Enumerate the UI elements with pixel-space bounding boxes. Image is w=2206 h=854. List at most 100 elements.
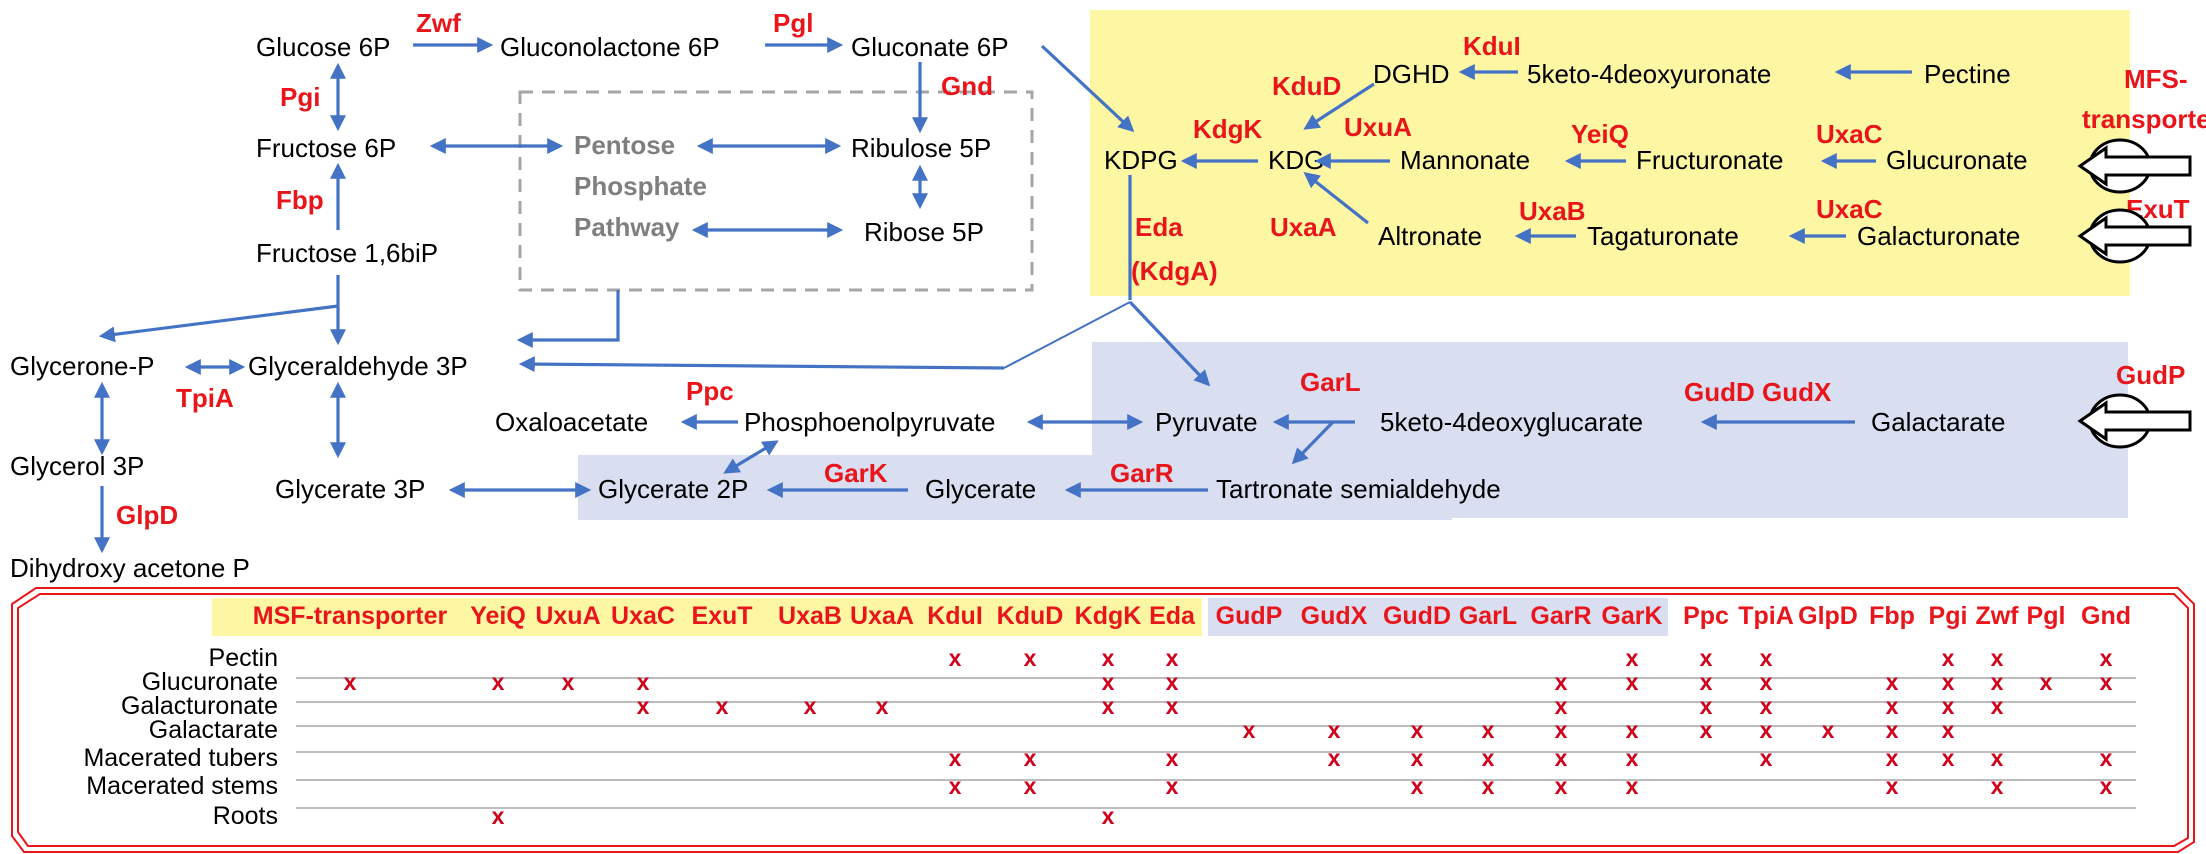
pentose-phosphate-box	[518, 90, 1034, 292]
table-cell-mark: x	[637, 693, 650, 719]
table-cell-mark: x	[1991, 745, 2004, 771]
enzyme-garr: GarR	[1110, 458, 1174, 488]
metabolite-keto-deoxyuronate: 5keto-4deoxyuronate	[1527, 59, 1771, 89]
table-cell-mark: x	[1991, 645, 2004, 671]
metabolite-ribulose5p: Ribulose 5P	[851, 133, 991, 163]
table-header-fbp: Fbp	[1869, 602, 1915, 630]
table-cell-mark: x	[876, 693, 889, 719]
table-cell-mark: x	[562, 669, 575, 695]
table-header-gudd: GudD	[1383, 602, 1451, 630]
table-header-exut: ExuT	[691, 602, 752, 630]
table-frame-inner	[17, 593, 2189, 847]
table-row-label: Galacturonate	[121, 692, 278, 720]
table-cell-mark: x	[1626, 669, 1639, 695]
table-header-garl: GarL	[1459, 602, 1517, 630]
table-cell-mark: x	[949, 773, 962, 799]
table-cell-mark: x	[2100, 669, 2113, 695]
table-header-tpia: TpiA	[1738, 602, 1794, 630]
enzyme-kdgk: KdgK	[1193, 114, 1263, 144]
table-header-uxua: UxuA	[535, 602, 600, 630]
table-cell-mark: x	[1760, 645, 1773, 671]
table-cell-mark: x	[1991, 693, 2004, 719]
table-header-gudx: GudX	[1301, 602, 1368, 630]
table-header-uxac: UxaC	[611, 602, 675, 630]
table-header-uxaa: UxaA	[850, 602, 914, 630]
table-cell-mark: x	[1760, 669, 1773, 695]
table-cell-mark: x	[1102, 669, 1115, 695]
table-header-gnd: Gnd	[2081, 602, 2131, 630]
enzyme-mfs-line2: transporter	[2082, 104, 2206, 134]
table-cell-mark: x	[1700, 693, 1713, 719]
table-header-eda: Eda	[1149, 602, 1196, 630]
table-cell-mark: x	[1024, 773, 1037, 799]
table-cell-mark: x	[1626, 773, 1639, 799]
metabolite-glycerone-p: Glycerone-P	[10, 351, 155, 381]
metabolite-dghd: DGHD	[1373, 59, 1450, 89]
uronate-region	[1090, 10, 2130, 296]
enzyme-gnd: Gnd	[941, 71, 993, 101]
enzyme-fbp: Fbp	[276, 185, 324, 215]
table-cell-mark: x	[2100, 773, 2113, 799]
enzyme-gudp: GudP	[2116, 360, 2185, 390]
table-header-yellow	[212, 598, 1202, 636]
metabolite-mannonate: Mannonate	[1400, 145, 1530, 175]
table-cell-mark: x	[1243, 717, 1256, 743]
metabolite-keto-deoxyglucarate: 5keto-4deoxyglucarate	[1380, 407, 1643, 437]
metabolite-kdpg: KDPG	[1104, 145, 1178, 175]
table-row-label: Galactarate	[149, 716, 278, 744]
table-cell-mark: x	[1411, 717, 1424, 743]
table-cell-mark: x	[1482, 773, 1495, 799]
table-row-label: Macerated stems	[86, 772, 278, 800]
table-cell-mark: x	[1700, 669, 1713, 695]
table-cell-mark: x	[1626, 745, 1639, 771]
table-header-pgi: Pgi	[1929, 602, 1968, 630]
table-cell-mark: x	[1942, 645, 1955, 671]
enzyme-yeiq: YeiQ	[1571, 119, 1629, 149]
table-cell-mark: x	[1102, 645, 1115, 671]
table-cell-mark: x	[1760, 717, 1773, 743]
table-cell-mark: x	[1886, 717, 1899, 743]
table-cell-mark: x	[1626, 717, 1639, 743]
enzyme-pgi: Pgi	[280, 82, 320, 112]
table-cell-mark: x	[1328, 717, 1341, 743]
table-header-glpd: GlpD	[1798, 602, 1858, 630]
table-cell-mark: x	[1166, 745, 1179, 771]
pentose-label-line2: Phosphate	[574, 171, 707, 201]
table-cell-mark: x	[492, 669, 505, 695]
table-header-pgl: Pgl	[2027, 602, 2066, 630]
table-header-zwf: Zwf	[1975, 602, 2019, 630]
metabolite-glyceraldehyde3p: Glyceraldehyde 3P	[248, 351, 468, 381]
table-cell-mark: x	[1166, 669, 1179, 695]
enzyme-kdga: (KdgA)	[1131, 256, 1218, 286]
enzyme-kdud: KduD	[1272, 71, 1341, 101]
table-cell-mark: x	[1942, 745, 1955, 771]
enzyme-mfs-line1: MFS-	[2124, 64, 2188, 94]
enzyme-gark: GarK	[824, 458, 888, 488]
enzyme-eda: Eda	[1135, 212, 1183, 242]
table-header-uxab: UxaB	[778, 602, 842, 630]
enzyme-uxab: UxaB	[1519, 196, 1585, 226]
table-cell-mark: x	[1822, 717, 1835, 743]
exut-transporter-icon	[2077, 208, 2192, 264]
metabolite-glycerate3p: Glycerate 3P	[275, 474, 425, 504]
enzyme-pgl: Pgl	[773, 8, 813, 38]
metabolite-glucose6p: Glucose 6P	[256, 32, 390, 62]
enzyme-uxua: UxuA	[1344, 112, 1412, 142]
enzyme-tpia: TpiA	[176, 383, 234, 413]
metabolite-glucuronate: Glucuronate	[1886, 145, 2028, 175]
enzyme-uxaa: UxaA	[1270, 212, 1337, 242]
table-cell-mark: x	[716, 693, 729, 719]
table-cell-mark: x	[1555, 745, 1568, 771]
metabolite-fructose6p: Fructose 6P	[256, 133, 396, 163]
metabolite-fructuronate: Fructuronate	[1636, 145, 1783, 175]
table-cell-mark: x	[1482, 745, 1495, 771]
table-header-ppc: Ppc	[1683, 602, 1729, 630]
table-cell-mark: x	[1024, 745, 1037, 771]
table-cell-mark: x	[1942, 669, 1955, 695]
enzyme-uxac-glucuronate: UxaC	[1816, 119, 1883, 149]
enzyme-zwf: Zwf	[416, 8, 461, 38]
metabolite-pectine: Pectine	[1924, 59, 2011, 89]
table-row-label: Macerated tubers	[83, 744, 278, 772]
table-cell-mark: x	[492, 803, 505, 829]
